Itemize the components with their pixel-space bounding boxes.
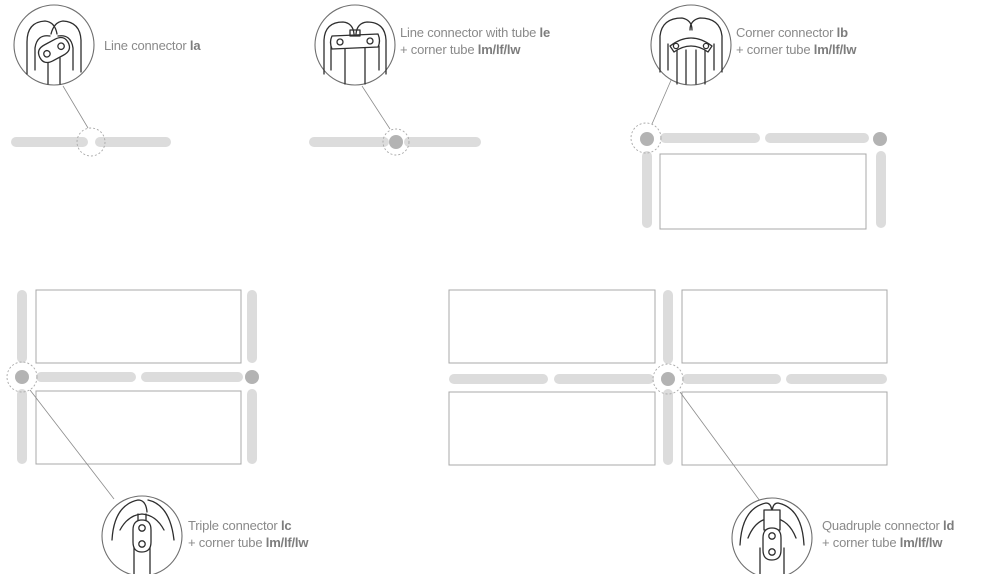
panel-top-left bbox=[448, 289, 656, 364]
tube-right bbox=[95, 137, 171, 147]
label-subcode: lm/lf/lw bbox=[899, 535, 943, 550]
label-text: Corner connector bbox=[736, 25, 837, 40]
tube-right-vertical bbox=[876, 151, 886, 228]
connector-node bbox=[389, 135, 403, 149]
panel-bottom-right bbox=[681, 391, 888, 466]
tube-left-inner bbox=[554, 374, 654, 384]
highlight-ring bbox=[6, 361, 38, 393]
label-line-connector: Line connector la bbox=[104, 37, 201, 54]
highlight-ring bbox=[76, 127, 106, 157]
label-subcode: lm/lf/lw bbox=[265, 535, 309, 550]
connector-node bbox=[640, 132, 654, 146]
label-line-connector-with-tube: Line connector with tube le + corner tub… bbox=[400, 24, 550, 58]
corner-node-right bbox=[873, 132, 887, 146]
panel-lower bbox=[35, 390, 242, 465]
tube-left-outer bbox=[449, 374, 548, 384]
tube-left bbox=[11, 137, 88, 147]
panel-upper bbox=[35, 289, 242, 364]
tube-left bbox=[309, 137, 389, 147]
label-subtext: + corner tube bbox=[188, 535, 266, 550]
panel-bottom-left bbox=[448, 391, 656, 466]
line-connector-group bbox=[11, 4, 171, 157]
leader-line bbox=[29, 389, 115, 500]
label-text: Line connector with tube bbox=[400, 25, 540, 40]
connector-le-detail-icon bbox=[314, 4, 396, 86]
tube-right-outer bbox=[786, 374, 887, 384]
connector-la-detail-icon bbox=[13, 4, 95, 86]
label-subtext: + corner tube bbox=[736, 42, 814, 57]
tube-middle-left bbox=[36, 372, 136, 382]
connector-lc-detail-icon bbox=[101, 495, 183, 574]
tube-right-inner bbox=[682, 374, 781, 384]
leader-line bbox=[651, 77, 673, 125]
tube-left-lower bbox=[17, 389, 27, 464]
panel bbox=[659, 153, 867, 230]
label-text: Quadruple connector bbox=[822, 518, 944, 533]
label-text: Line connector bbox=[104, 38, 190, 53]
quadruple-connector-group bbox=[448, 289, 888, 574]
label-quadruple-connector: Quadruple connector ld + corner tube lm/… bbox=[822, 517, 954, 551]
end-node-right bbox=[245, 370, 259, 384]
highlight-ring bbox=[382, 128, 410, 156]
connector-node bbox=[15, 370, 29, 384]
label-code: ld bbox=[943, 518, 955, 533]
highlight-ring bbox=[652, 363, 684, 395]
leader-line bbox=[679, 391, 761, 502]
tube-vertical-lower bbox=[663, 389, 673, 465]
tube-left-vertical bbox=[642, 151, 652, 228]
tube-right-upper bbox=[247, 290, 257, 363]
label-subcode: lm/lf/lw bbox=[477, 42, 521, 57]
tube-right-lower bbox=[247, 389, 257, 464]
label-text: Triple connector bbox=[188, 518, 281, 533]
connector-node bbox=[661, 372, 675, 386]
triple-connector-group bbox=[6, 289, 259, 574]
connector-lb-detail-icon bbox=[650, 4, 732, 86]
tube-vertical-upper bbox=[663, 290, 673, 364]
label-code: lb bbox=[836, 25, 848, 40]
label-code: lc bbox=[280, 518, 292, 533]
label-subtext: + corner tube bbox=[400, 42, 478, 57]
label-corner-connector: Corner connector lb + corner tube lm/lf/… bbox=[736, 24, 856, 58]
label-code: la bbox=[189, 38, 201, 53]
leader-line bbox=[361, 85, 391, 130]
label-triple-connector: Triple connector lc + corner tube lm/lf/… bbox=[188, 517, 308, 551]
panel-top-right bbox=[681, 289, 888, 364]
label-code: le bbox=[539, 25, 551, 40]
tube-middle-right bbox=[141, 372, 243, 382]
tube-left-upper bbox=[17, 290, 27, 363]
leader-line bbox=[62, 85, 89, 129]
tube-top-left bbox=[660, 133, 760, 143]
connector-ld-detail-icon bbox=[731, 497, 813, 574]
corner-connector-group bbox=[630, 4, 887, 230]
line-connector-with-tube-group bbox=[309, 4, 481, 156]
highlight-ring bbox=[630, 122, 662, 154]
label-subtext: + corner tube bbox=[822, 535, 900, 550]
label-subcode: lm/lf/lw bbox=[813, 42, 857, 57]
tube-right bbox=[404, 137, 481, 147]
tube-top-right bbox=[765, 133, 869, 143]
